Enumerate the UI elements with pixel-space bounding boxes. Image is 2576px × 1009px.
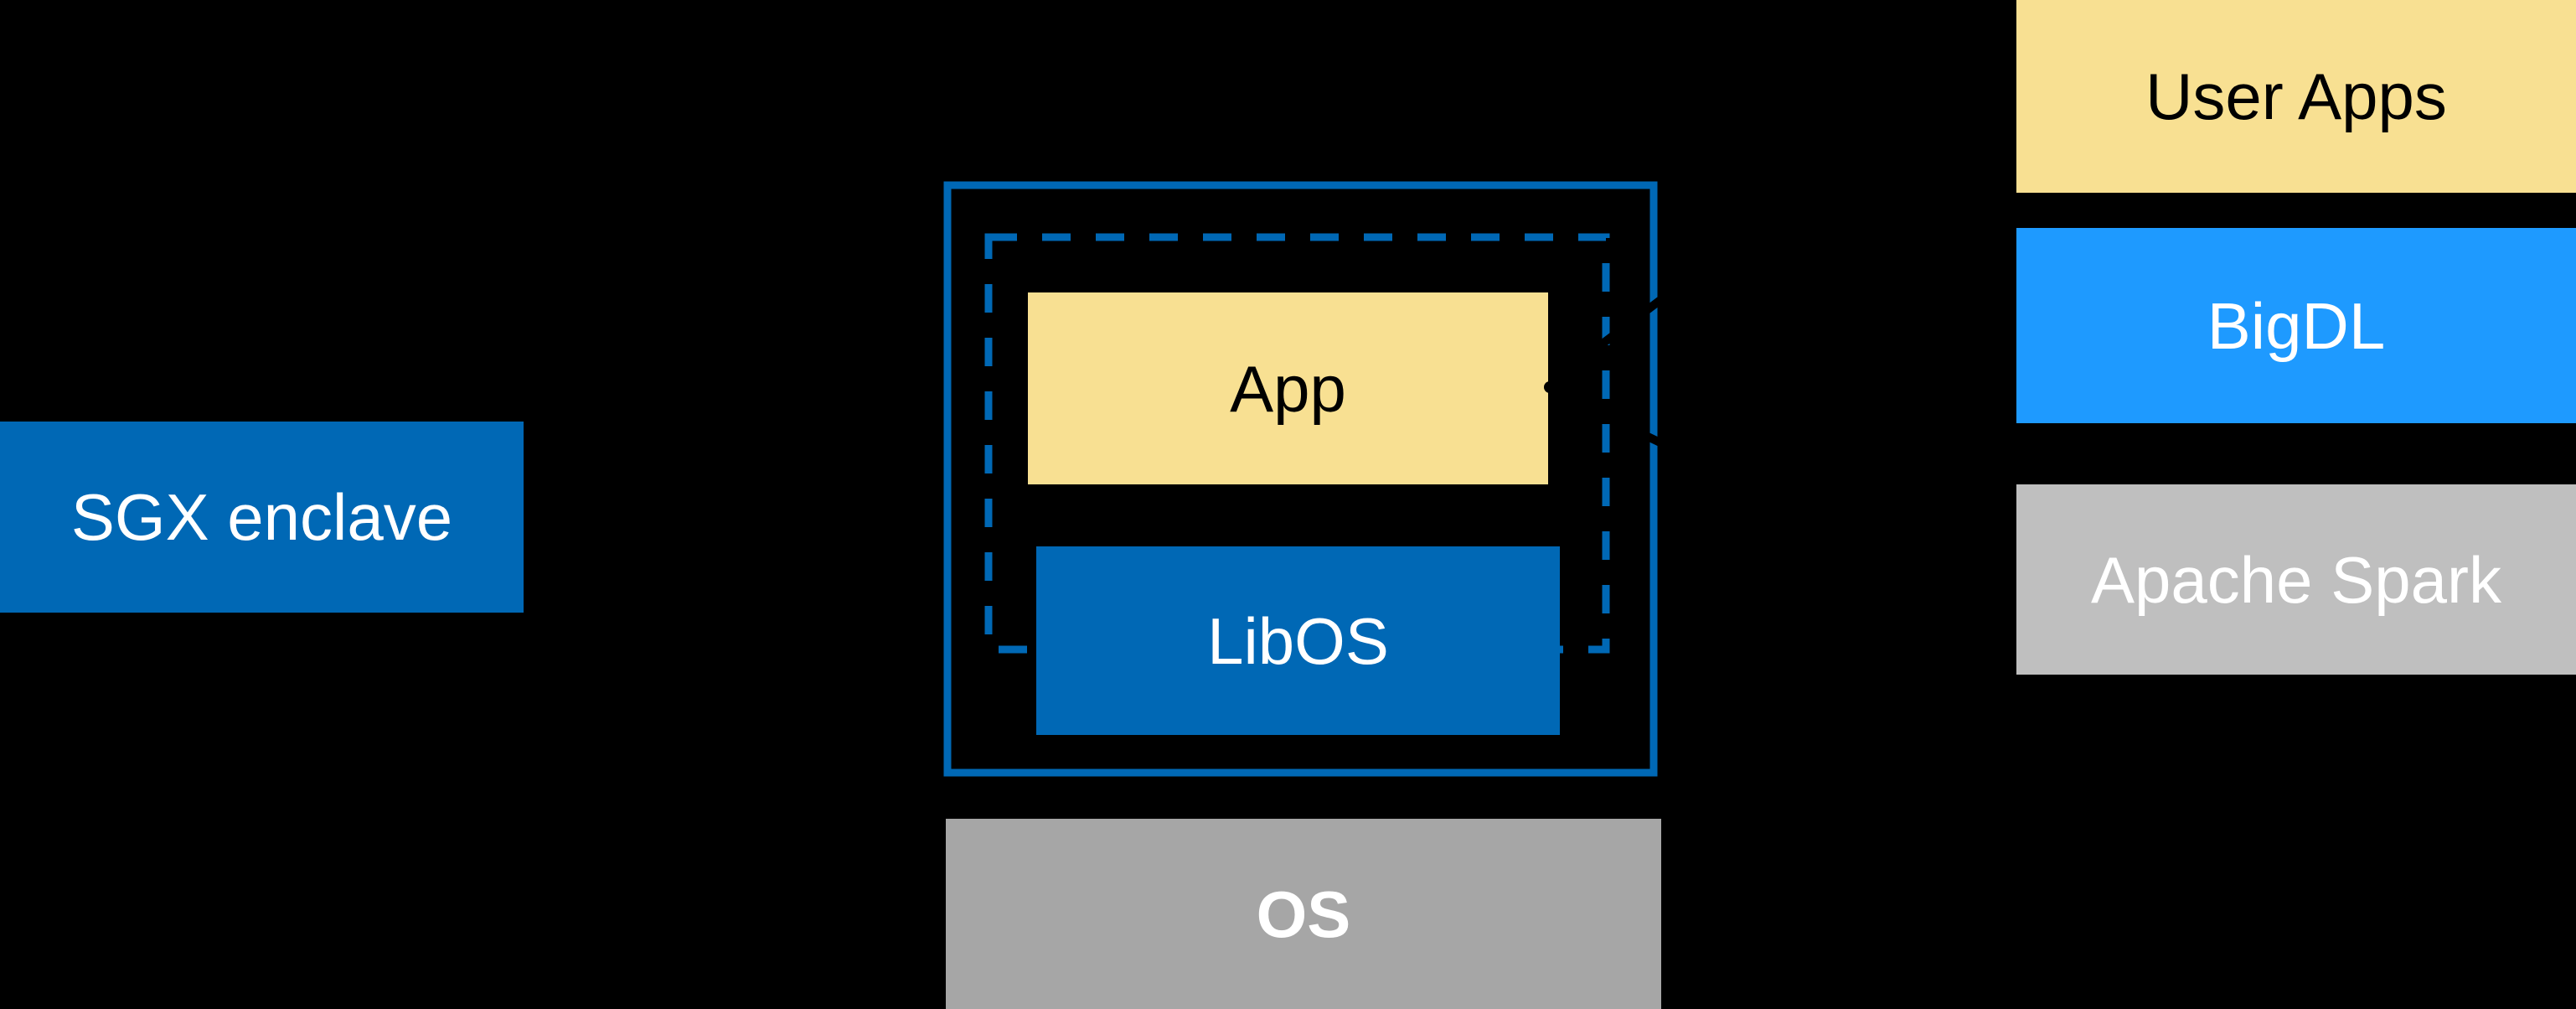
os-label: OS (1256, 877, 1351, 951)
apache-spark-label: Apache Spark (2091, 542, 2501, 617)
apache-spark-box: Apache Spark (2016, 484, 2576, 675)
enclave-solid-border (943, 181, 1658, 777)
sgx-callout-dot (525, 511, 537, 523)
enclave-dashed-border (984, 233, 1610, 654)
user-apps-label: User Apps (2145, 60, 2447, 133)
bigdl-box: BigDL (2016, 228, 2576, 423)
libos-box: LibOS (1036, 546, 1560, 735)
app-box: App (1028, 292, 1548, 484)
sgx-enclave-label: SGX enclave (70, 480, 453, 554)
spark-leader-line (1549, 386, 2016, 616)
libos-label: LibOS (1207, 603, 1389, 678)
os-box: OS (946, 819, 1661, 1009)
bigdl-label: BigDL (2207, 288, 2386, 363)
user-apps-leader-line (1548, 30, 2017, 385)
app-label: App (1230, 351, 1346, 426)
sgx-enclave-box: SGX enclave (0, 422, 524, 613)
user-apps-box: User Apps (2016, 0, 2576, 193)
app-callout-dot (1544, 381, 1556, 393)
